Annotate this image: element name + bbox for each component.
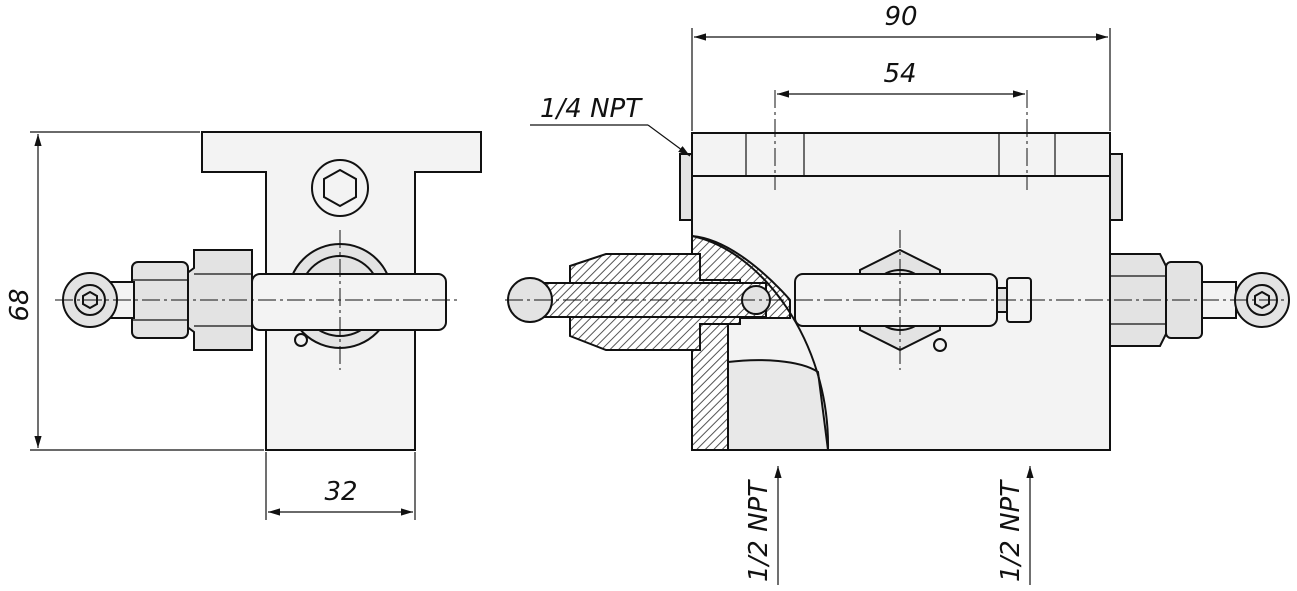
eye-nut-icon xyxy=(82,290,98,310)
hex-socket-circle xyxy=(311,159,369,217)
right-plug xyxy=(1109,153,1123,221)
front-view xyxy=(505,90,1290,451)
section-break-line xyxy=(691,235,830,451)
hex-socket-icon xyxy=(323,168,357,208)
dimension-width-side: 32 xyxy=(265,452,416,520)
dimension-height-label: 68 xyxy=(5,288,35,321)
dimension-overall-length-label: 90 xyxy=(884,2,917,32)
dimension-height: 68 xyxy=(5,131,264,451)
right-eye-nut-icon xyxy=(1254,290,1270,310)
dimension-port-spacing-label: 54 xyxy=(883,59,916,89)
dimension-port-spacing: 54 xyxy=(777,59,1025,98)
lock-pin xyxy=(294,333,308,347)
callout-gauge-port-label: 1/4 NPT xyxy=(540,94,643,124)
side-handle-bar xyxy=(251,273,447,331)
callout-process-port-right: 1/2 NPT xyxy=(996,466,1034,585)
dimension-width-side-label: 32 xyxy=(324,477,357,507)
process-port-bore xyxy=(727,359,830,451)
gland-nut xyxy=(185,249,253,351)
t-handle-eye-inner xyxy=(74,284,106,316)
left-plug xyxy=(679,153,693,221)
callout-process-port-left: 1/2 NPT xyxy=(744,466,782,585)
callout-process-port-right-label: 1/2 NPT xyxy=(996,479,1026,582)
side-view xyxy=(55,131,482,451)
callout-gauge-port: 1/4 NPT xyxy=(530,94,691,157)
callout-process-port-left-label: 1/2 NPT xyxy=(744,479,774,582)
dimension-overall-length: 90 xyxy=(691,2,1111,131)
